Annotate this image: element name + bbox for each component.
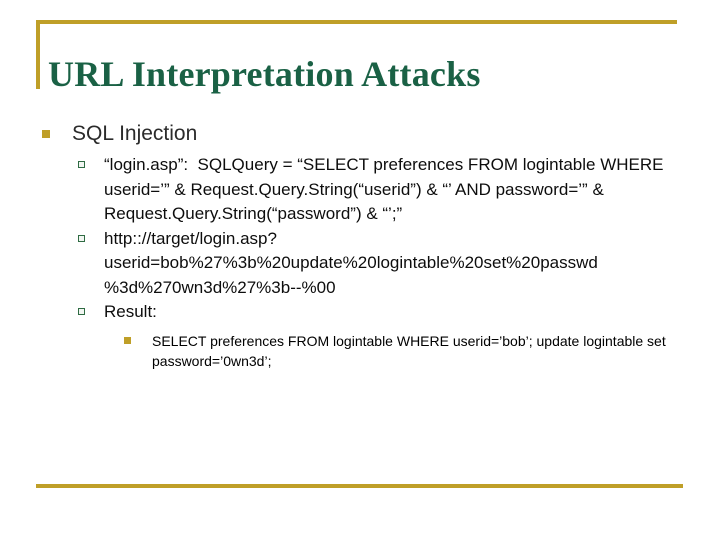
bullet-level2-label: “login.asp”: SQLQuery = “SELECT preferen… xyxy=(104,155,669,223)
title-left-rule xyxy=(36,20,40,89)
footer-rule xyxy=(36,484,683,488)
slide-body: SQL Injection “login.asp”: SQLQuery = “S… xyxy=(0,120,720,371)
bullet-level2-list: “login.asp”: SQLQuery = “SELECT preferen… xyxy=(0,153,720,371)
hollow-square-bullet-icon xyxy=(78,161,85,168)
square-bullet-icon xyxy=(124,336,131,344)
bullet-level2-sqlquery: “login.asp”: SQLQuery = “SELECT preferen… xyxy=(0,153,720,227)
hollow-square-bullet-icon xyxy=(78,308,85,315)
bullet-level2-result: Result: xyxy=(0,300,720,325)
bullet-level2-label: Result: xyxy=(104,302,157,321)
bullet-level2-attack-url: http:://target/login.asp?userid=bob%27%3… xyxy=(0,227,720,301)
page-title: URL Interpretation Attacks xyxy=(48,54,481,95)
bullet-level1-label: SQL Injection xyxy=(72,122,198,145)
square-bullet-icon xyxy=(42,130,50,138)
bullet-level1-sql-injection: SQL Injection xyxy=(0,120,720,147)
title-top-rule xyxy=(36,20,677,24)
hollow-square-bullet-icon xyxy=(78,234,85,242)
bullet-level3-label: SELECT preferences FROM logintable WHERE… xyxy=(152,332,670,369)
bullet-level2-label: http:://target/login.asp?userid=bob%27%3… xyxy=(104,228,603,297)
bullet-level3-resulting-sql: SELECT preferences FROM logintable WHERE… xyxy=(0,331,720,371)
